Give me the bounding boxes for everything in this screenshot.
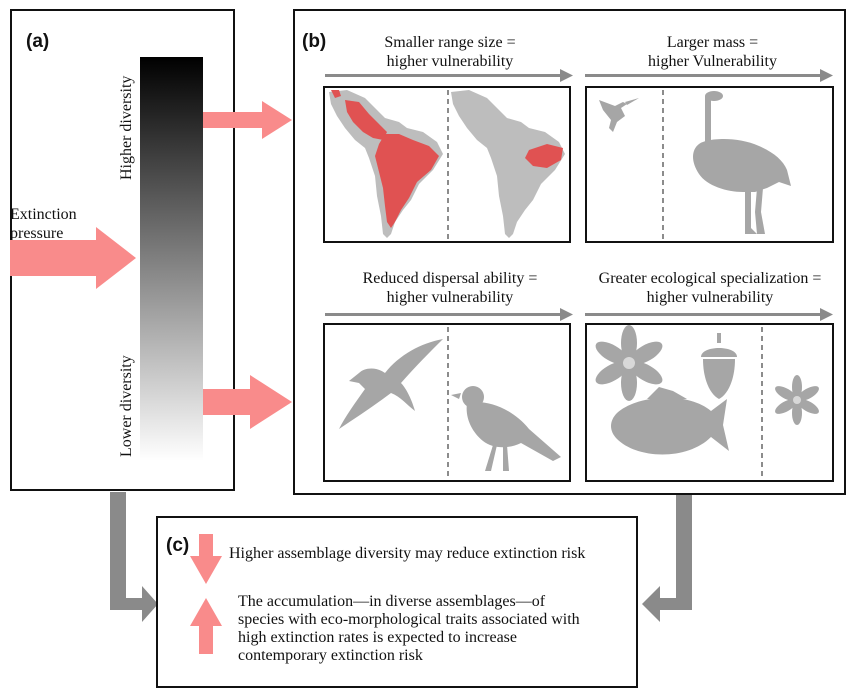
specialization-box: [585, 323, 834, 482]
increase-risk-line: species with eco-morphological traits as…: [238, 611, 580, 628]
mass-illustration: [599, 90, 791, 239]
reduce-risk-text: Higher assemblage diversity may reduce e…: [229, 545, 586, 562]
dispersal-illustration: [339, 327, 561, 478]
increase-risk-line: high extinction rates is expected to inc…: [238, 629, 518, 646]
lower-diversity-label: Lower diversity: [118, 355, 135, 457]
mass-box: [585, 86, 834, 243]
increase-risk-line: contemporary extinction risk: [238, 647, 423, 664]
specialization-line1: Greater ecological specialization =: [598, 270, 822, 287]
small-flower-icon: [775, 375, 819, 425]
specialization-heading: Greater ecological specialization = high…: [575, 269, 845, 307]
mass-heading: Larger mass = higher Vulnerability: [590, 33, 835, 71]
mass-line1: Larger mass =: [666, 34, 759, 51]
panel-c-label: (c): [166, 535, 190, 556]
specialization-illustration: [595, 325, 819, 478]
panel-b-label: (b): [302, 31, 327, 52]
mass-line2: higher Vulnerability: [648, 53, 777, 70]
b-to-c-arrow: [642, 494, 692, 622]
panel-a-label: (a): [26, 31, 50, 52]
extinction-pressure-label: Extinction pressure: [10, 205, 90, 243]
increase-risk-text: The accumulation—in diverse assemblages—…: [238, 593, 580, 665]
dispersal-line1: Reduced dispersal ability =: [362, 270, 538, 287]
fish-icon: [611, 387, 729, 455]
higher-diversity-label: Higher diversity: [118, 75, 135, 180]
specialization-line2: higher vulnerability: [646, 289, 774, 306]
extinction-pressure-line2: pressure: [10, 225, 64, 242]
sparrow-icon: [451, 386, 561, 471]
dispersal-box: [323, 323, 571, 482]
increase-risk-line: The accumulation—in diverse assemblages—…: [238, 593, 546, 610]
a-to-c-arrow: [110, 492, 158, 622]
range-size-line1: Smaller range size =: [384, 34, 516, 51]
flower-icon: [595, 325, 663, 401]
diversity-gradient-bar: [140, 57, 203, 461]
range-size-line2: higher vulnerability: [386, 53, 514, 70]
swift-icon: [339, 339, 443, 429]
large-range-map-icon: [329, 90, 443, 238]
small-range-map-icon: [451, 90, 565, 238]
range-size-box: [323, 86, 571, 243]
ostrich-icon: [693, 91, 791, 234]
dispersal-heading: Reduced dispersal ability = higher vulne…: [320, 269, 580, 307]
hummingbird-icon: [599, 98, 639, 132]
dispersal-line2: higher vulnerability: [386, 289, 514, 306]
range-maps-illustration: [329, 90, 565, 239]
acorn-icon: [701, 333, 737, 399]
extinction-pressure-line1: Extinction: [10, 206, 77, 223]
range-size-heading: Smaller range size = higher vulnerabilit…: [330, 33, 570, 71]
